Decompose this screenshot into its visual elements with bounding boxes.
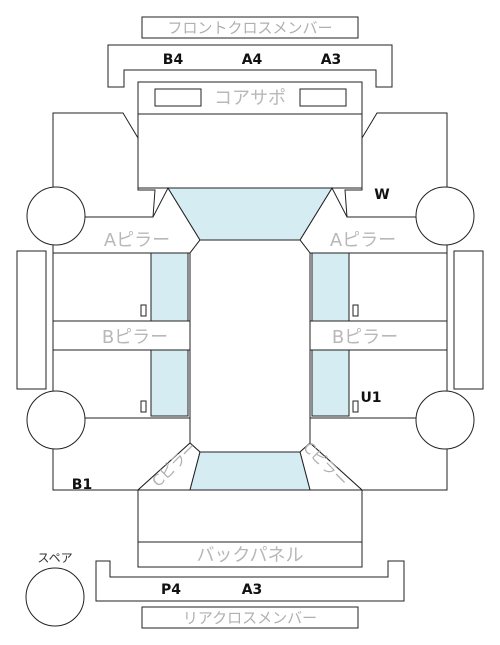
code-front-a3: A3 bbox=[321, 52, 342, 68]
code-u1: U1 bbox=[360, 390, 381, 406]
core-support-label: コアサポ bbox=[214, 88, 286, 109]
front-right-window[interactable] bbox=[311, 252, 350, 322]
code-front-b4: B4 bbox=[163, 52, 184, 68]
front-cross-member-box[interactable] bbox=[141, 16, 359, 39]
front-cross-member-bracket[interactable] bbox=[107, 44, 393, 88]
rear-right-door-handle[interactable] bbox=[352, 400, 359, 413]
front-left-tire[interactable] bbox=[26, 186, 86, 246]
b-pillar-left-label: Bピラー bbox=[102, 327, 168, 348]
b-pillar-right-label: Bピラー bbox=[332, 327, 398, 348]
code-front-a4: A4 bbox=[242, 52, 263, 68]
front-left-window[interactable] bbox=[150, 252, 189, 322]
front-left-door-handle[interactable] bbox=[140, 304, 147, 317]
right-side-sill[interactable] bbox=[453, 250, 484, 390]
rear-cross-member-bracket[interactable] bbox=[95, 560, 405, 602]
b-pillar-right[interactable] bbox=[309, 320, 448, 351]
rear-right-window[interactable] bbox=[311, 349, 350, 417]
rear-left-window[interactable] bbox=[150, 349, 189, 417]
front-cross-member-label: フロントクロスメンバー bbox=[167, 19, 332, 37]
left-side-sill[interactable] bbox=[16, 250, 47, 390]
a-pillar-right-label: Aピラー bbox=[330, 230, 396, 251]
roof[interactable] bbox=[189, 239, 311, 453]
rear-left-door-handle[interactable] bbox=[140, 400, 147, 413]
trunk[interactable] bbox=[137, 489, 363, 543]
rear-cross-member-label: リアクロスメンバー bbox=[183, 609, 317, 627]
code-b1: B1 bbox=[72, 477, 92, 493]
a-pillar-left-label: Aピラー bbox=[104, 230, 170, 251]
rear-cross-member-box[interactable] bbox=[141, 606, 359, 629]
b-pillar-left[interactable] bbox=[52, 320, 191, 351]
code-rear-a3: A3 bbox=[242, 582, 263, 598]
code-rear-p4: P4 bbox=[161, 582, 181, 598]
left-headlight[interactable] bbox=[154, 88, 202, 107]
front-right-door-handle[interactable] bbox=[352, 304, 359, 317]
rear-window[interactable] bbox=[189, 451, 311, 491]
rear-left-tire[interactable] bbox=[26, 390, 86, 450]
hood[interactable] bbox=[137, 113, 363, 189]
back-panel[interactable] bbox=[137, 541, 363, 568]
spare-label: スペア bbox=[37, 551, 72, 565]
right-headlight[interactable] bbox=[299, 88, 347, 107]
front-right-tire[interactable] bbox=[415, 186, 475, 246]
rear-right-tire[interactable] bbox=[415, 390, 475, 450]
back-panel-label: バックパネル bbox=[196, 545, 303, 566]
code-w: W bbox=[374, 187, 389, 203]
spare-tire[interactable] bbox=[25, 567, 85, 627]
